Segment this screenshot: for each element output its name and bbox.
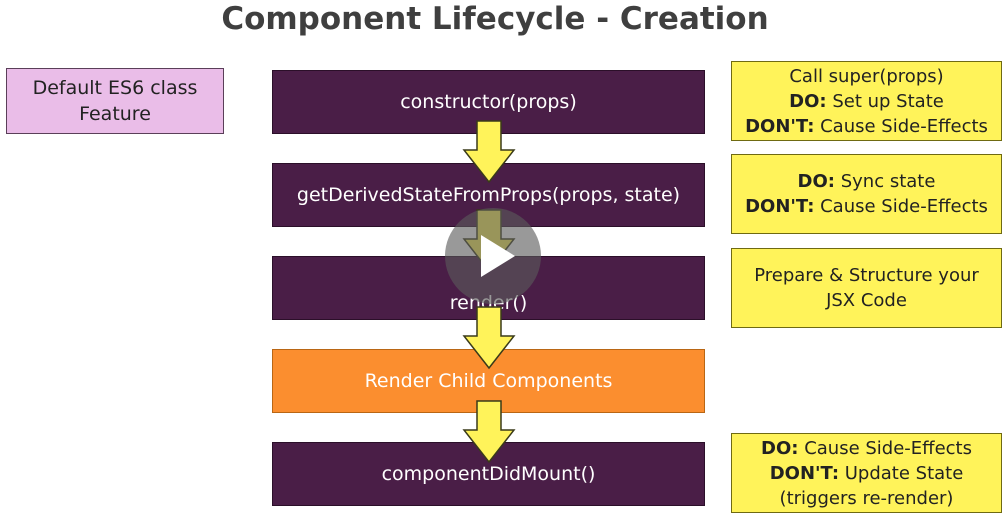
note-get-derived-state: DO: Sync state DON'T: Cause Side-Effects — [731, 154, 1002, 234]
note-component-did-mount: DO: Cause Side-Effects DON'T: Update Sta… — [731, 433, 1002, 513]
step-constructor-label: constructor(props) — [400, 91, 577, 113]
step-get-derived-state-label: getDerivedStateFromProps(props, state) — [296, 184, 681, 206]
step-render-child-components-label: Render Child Components — [364, 370, 613, 392]
note-component-did-mount-do: DO: Cause Side-Effects — [761, 436, 972, 461]
note-constructor-dont: DON'T: Cause Side-Effects — [745, 114, 988, 139]
note-constructor-line1: Call super(props) — [789, 65, 944, 87]
flow-arrow-4 — [462, 400, 516, 464]
page-title: Component Lifecycle - Creation — [221, 1, 769, 37]
dont-label: DON'T: — [769, 462, 840, 484]
note-constructor: Call super(props) DO: Set up State DON'T… — [731, 61, 1002, 141]
do-text: Cause Side-Effects — [798, 437, 972, 459]
do-label: DO: — [789, 90, 827, 112]
es6-feature-note-line2: Feature — [79, 103, 151, 125]
do-label: DO: — [797, 171, 835, 192]
note-constructor-do: DO: Set up State — [789, 89, 944, 114]
play-icon — [481, 235, 515, 277]
dont-text: Update State — [839, 462, 964, 484]
do-text: Sync state — [835, 171, 936, 192]
es6-feature-note: Default ES6 class Feature — [6, 68, 224, 134]
flow-arrow-3 — [462, 306, 516, 370]
dont-text: Cause Side-Effects — [814, 115, 988, 137]
step-component-did-mount-label: componentDidMount() — [381, 463, 596, 485]
play-button[interactable] — [445, 208, 541, 304]
note-render-line2: JSX Code — [826, 290, 907, 311]
note-component-did-mount-dont: DON'T: Update State — [770, 461, 964, 486]
note-get-derived-state-dont: DON'T: Cause Side-Effects — [745, 194, 988, 219]
flow-arrow-1 — [462, 120, 516, 184]
note-render: Prepare & Structure your JSX Code — [731, 248, 1002, 328]
es6-feature-note-line1: Default ES6 class — [32, 77, 198, 99]
note-get-derived-state-do: DO: Sync state — [798, 169, 936, 194]
do-label: DO: — [761, 437, 799, 459]
note-component-did-mount-line3: (triggers re-render) — [779, 487, 954, 509]
dont-label: DON'T: — [745, 196, 815, 217]
dont-label: DON'T: — [745, 115, 815, 137]
dont-text: Cause Side-Effects — [814, 196, 988, 217]
do-text: Set up State — [826, 90, 944, 112]
note-render-line1: Prepare & Structure your — [754, 265, 979, 286]
